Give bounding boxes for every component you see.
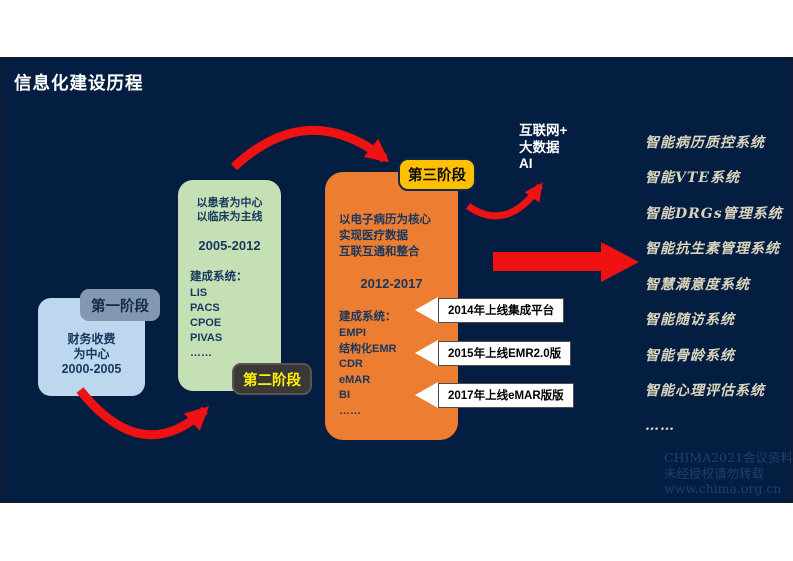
smart-system-item: 智能抗生素管理系统 — [645, 241, 780, 258]
phase3-system-item: eMAR — [339, 373, 371, 386]
phase2-focus-line: 以患者为中心 — [196, 197, 263, 209]
future-line-internet-plus: 互联网+ — [519, 123, 568, 138]
phase2-system-item: …… — [190, 347, 212, 359]
future-tech-text: 互联网+ 大数据 AI — [519, 123, 567, 173]
smart-system-item: 智能骨龄系统 — [645, 347, 735, 364]
arrow-left-icon — [415, 297, 438, 323]
phase2-system-item: CPOE — [190, 317, 222, 329]
milestone-callout-2014: 2014年上线集成平台 — [415, 297, 565, 323]
watermark-line: www.chima.org.cn — [664, 481, 782, 496]
phase3-focus-line: 实现医疗数据 — [339, 230, 408, 242]
phase3-system-item: CDR — [339, 358, 363, 370]
phase3-focus-line: 以电子病历为核心 — [339, 214, 431, 226]
phase2-focus-line: 以临床为主线 — [196, 211, 263, 223]
phase1-label: 第一阶段 — [80, 289, 160, 321]
smart-system-item: 智能DRGs管理系统 — [645, 205, 783, 222]
smart-systems-list: 智能病历质控系统 智能VTE系统 智能DRGs管理系统 智能抗生素管理系统 智慧… — [645, 124, 783, 444]
smart-system-item: 智能心理评估系统 — [645, 383, 765, 400]
phase2-systems-heading: 建成系统： — [190, 271, 248, 283]
arrow-left-icon — [415, 340, 438, 366]
smart-system-item: 智能病历质控系统 — [645, 134, 765, 151]
phase1-line: 财务收费 — [67, 331, 116, 346]
phase3-system-item: …… — [339, 404, 361, 417]
watermark-line: CHIMA2021会议资料 — [664, 450, 793, 465]
milestone-label: 2017年上线eMAR版版 — [438, 382, 574, 408]
smart-system-item: 智能随访系统 — [645, 312, 735, 329]
milestone-callout-2017: 2017年上线eMAR版版 — [415, 382, 574, 408]
milestone-label: 2015年上线EMR2.0版 — [438, 340, 572, 366]
phase2-label: 第二阶段 — [232, 363, 312, 395]
phase2-system-item: PIVAS — [190, 332, 223, 344]
phase2-period: 2005-2012 — [198, 238, 261, 253]
phase3-label: 第三阶段 — [398, 158, 476, 191]
phase1-line: 为中心 — [73, 346, 110, 361]
phase2-system-item: LIS — [190, 287, 208, 299]
watermark-line: 未经授权请勿转载 — [664, 465, 765, 481]
phase3-system-item: EMPI — [339, 327, 366, 339]
phase2-box: 以患者为中心 以临床为主线 2005-2012 建成系统： LIS PACS C… — [178, 180, 281, 391]
future-line-ai: AI — [519, 156, 533, 171]
smart-system-item: 智慧满意度系统 — [645, 276, 750, 293]
phase2-system-item: PACS — [190, 302, 220, 314]
milestone-callout-2015: 2015年上线EMR2.0版 — [415, 340, 572, 366]
phase3-focus-line: 互联互通和整合 — [339, 246, 420, 258]
milestone-label: 2014年上线集成平台 — [438, 297, 565, 323]
watermark: CHIMA2021会议资料 未经授权请勿转载 www.chima.org.cn — [664, 450, 793, 497]
phase1-period: 2000-2005 — [61, 361, 122, 376]
arrow-left-icon — [415, 382, 438, 408]
future-line-big-data: 大数据 — [519, 139, 560, 155]
phase3-system-item: 结构化EMR — [339, 342, 397, 355]
phase3-period: 2012-2017 — [360, 276, 423, 291]
phase3-system-item: BI — [339, 389, 350, 401]
phase3-systems-heading: 建成系统： — [339, 311, 397, 323]
smart-system-item: …… — [645, 417, 675, 434]
page-title: 信息化建设历程 — [14, 73, 144, 93]
smart-system-item: 智能VTE系统 — [645, 170, 740, 187]
